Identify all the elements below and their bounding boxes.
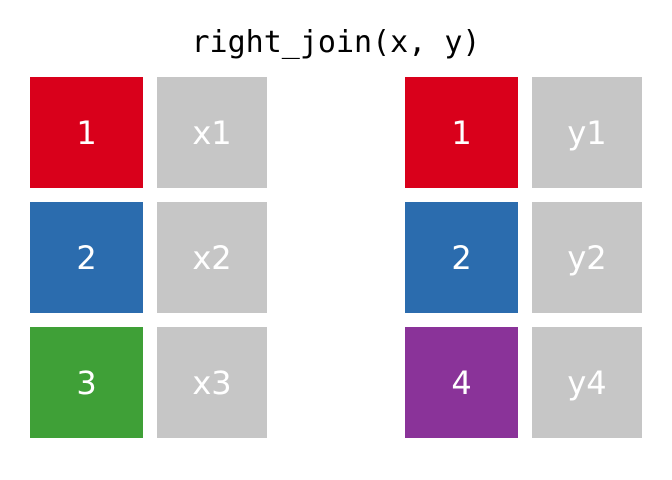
value-cell-label: y2 [567, 238, 607, 277]
value-cell-label: y1 [567, 113, 607, 152]
key-cell-label: 3 [76, 363, 97, 402]
key-cell-label: 4 [451, 363, 472, 402]
key-cell: 1 [405, 77, 518, 188]
value-cell: x2 [157, 202, 267, 313]
value-cell: y1 [532, 77, 642, 188]
value-cell-label: x3 [192, 363, 232, 402]
value-cell-label: y4 [567, 363, 607, 402]
key-cell: 3 [30, 327, 143, 438]
key-cell-label: 2 [76, 238, 97, 277]
value-cell: y4 [532, 327, 642, 438]
key-cell: 2 [30, 202, 143, 313]
key-cell: 1 [30, 77, 143, 188]
value-cell-label: x2 [192, 238, 232, 277]
key-cell-label: 2 [451, 238, 472, 277]
value-cell-label: x1 [192, 113, 232, 152]
key-cell-label: 1 [76, 113, 97, 152]
value-cell: x1 [157, 77, 267, 188]
value-cell: y2 [532, 202, 642, 313]
value-cell: x3 [157, 327, 267, 438]
key-cell-label: 1 [451, 113, 472, 152]
key-cell: 2 [405, 202, 518, 313]
diagram-title: right_join(x, y) [191, 25, 481, 60]
key-cell: 4 [405, 327, 518, 438]
